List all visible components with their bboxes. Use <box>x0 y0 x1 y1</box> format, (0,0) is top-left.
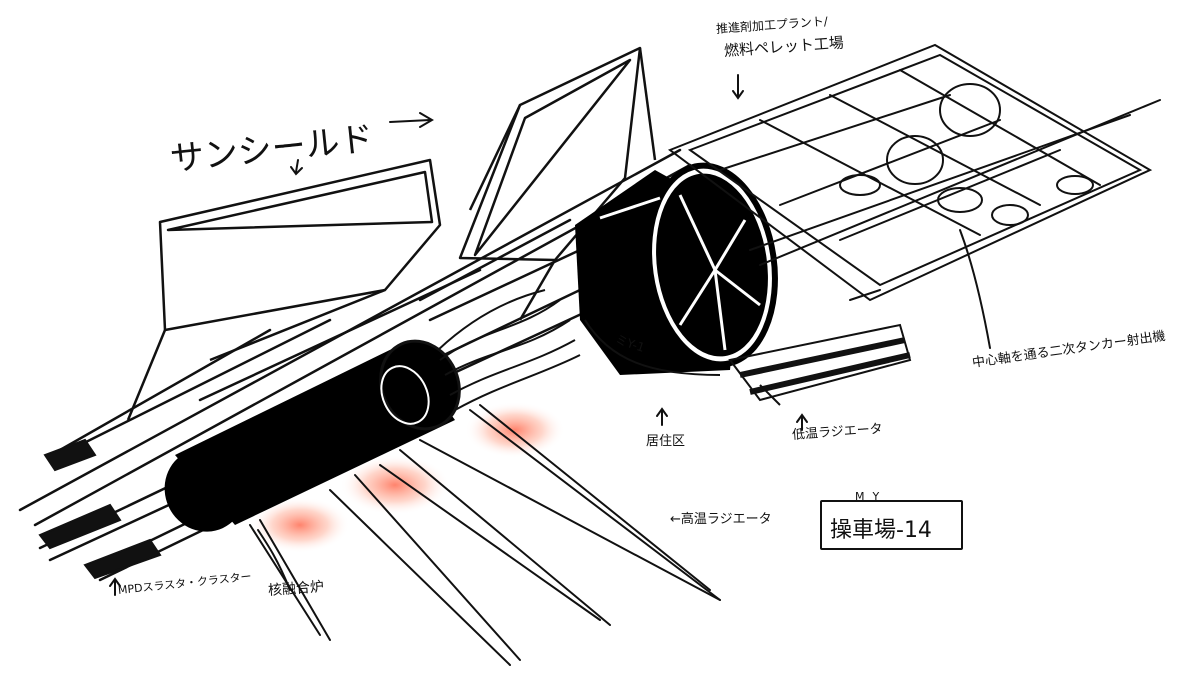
yard-name-frame <box>820 500 963 550</box>
label-fusion-reactor: 核融合炉 <box>267 579 325 599</box>
label-my-mark: MY <box>855 490 888 503</box>
label-yard-name: 操車場-14 <box>830 518 932 543</box>
fuel-plant-truss <box>667 43 1161 302</box>
annotation-arrows <box>109 74 991 596</box>
connector-lines <box>437 289 581 411</box>
sun-shield-panels <box>126 46 657 421</box>
label-habitat: 居住区 <box>646 434 686 449</box>
label-high-temp-radiator: ←高温ラジエータ <box>670 512 772 527</box>
habitat-drum <box>575 162 778 376</box>
low-temp-radiator <box>728 323 912 406</box>
mpd-thruster-cluster <box>38 438 162 580</box>
reactor-cylinder <box>164 339 461 532</box>
